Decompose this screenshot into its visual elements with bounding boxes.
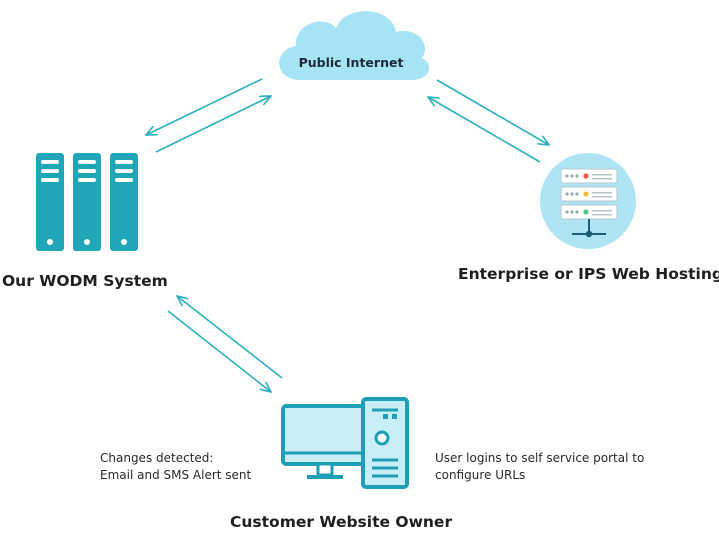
server-rack-icon (36, 153, 138, 251)
desktop-computer-icon (281, 397, 409, 489)
customer-owner-label: Customer Website Owner (230, 513, 453, 531)
status-light-yellow (583, 191, 589, 197)
arrow-internet-to-wodm (146, 78, 263, 135)
portal-note-line-1: User logins to self service portal to (435, 451, 645, 465)
status-light-red (583, 173, 589, 179)
hosting-server-icon (540, 153, 636, 249)
wodm-system-label: Our WODM System (2, 272, 168, 290)
alert-note: Changes detected: Email and SMS Alert se… (100, 450, 251, 484)
server-tower-2 (73, 153, 101, 251)
alert-note-line-2: Email and SMS Alert sent (100, 468, 252, 482)
internet-label: Public Internet (298, 55, 404, 70)
arrow-wodm-to-internet (155, 96, 271, 153)
arrow-owner-to-wodm (177, 296, 283, 379)
cloud-icon (279, 11, 430, 80)
server-tower-3 (110, 153, 138, 251)
arrow-internet-to-hosting (436, 79, 549, 145)
hosting-label: Enterprise or IPS Web Hosting (458, 265, 719, 283)
arrow-hosting-to-internet (428, 97, 541, 163)
portal-note: User logins to self service portal to co… (435, 450, 644, 484)
portal-note-line-2: configure URLs (435, 468, 526, 482)
arrow-wodm-to-owner (167, 310, 271, 392)
status-light-green (583, 209, 589, 215)
alert-note-line-1: Changes detected: (100, 451, 214, 465)
server-tower-1 (36, 153, 64, 251)
